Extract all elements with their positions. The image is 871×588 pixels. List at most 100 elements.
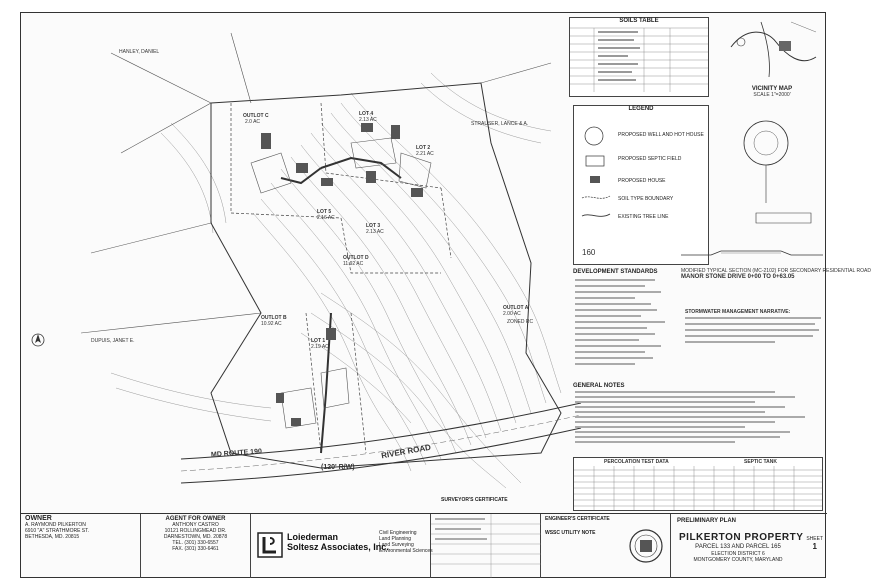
firm-name: Loiederman (287, 532, 339, 542)
adjacent-parcels (80, 32, 552, 334)
stormwater-narrative: STORMWATER MANAGEMENT NARRATIVE: (685, 309, 825, 369)
development-standards-text (575, 279, 665, 365)
driveway (280, 156, 402, 185)
drawing-sheet: OUTLOT C 2.0 AC LOT 4 2.13 AC LOT 2 2.21… (20, 12, 871, 579)
neighbor-label: HANLEY, DANIEL (119, 49, 160, 55)
county-seal-icon (629, 529, 663, 563)
utility-note-title: WSSC UTILITY NOTE (545, 530, 596, 536)
owner-address: BETHESDA, MD. 20815 (25, 534, 80, 540)
general-notes: GENERAL NOTES (573, 383, 823, 455)
lot-5-label: LOT 5 (317, 209, 332, 215)
firm-logo-icon (257, 532, 283, 558)
lot-5-area: 2.16 AC (317, 215, 335, 221)
legend-item: SOIL TYPE BOUNDARY (618, 196, 674, 202)
surveyor-certificate: SURVEYOR'S CERTIFICATE (441, 497, 508, 503)
svg-text:160: 160 (582, 248, 596, 257)
street-section: MODIFIED TYPICAL SECTION (MC-2102) FOR S… (681, 243, 871, 283)
sheet-number: 1 (812, 542, 817, 551)
legend-item: PROPOSED WELL AND HOT HOUSE (618, 132, 704, 138)
stormwater-title: STORMWATER MANAGEMENT NARRATIVE: (685, 309, 791, 315)
outlot-b-label: OUTLOT B (261, 315, 287, 321)
firm-service: Environmental Sciences (379, 548, 433, 554)
agent-heading: AGENT FOR OWNER (165, 516, 226, 522)
legend-title: LEGEND (628, 106, 654, 112)
project-county: MONTGOMERY COUNTY, MARYLAND (693, 557, 783, 563)
legend-item: PROPOSED SEPTIC FIELD (618, 156, 682, 162)
legend-symbols: 160 (581, 126, 611, 257)
percolation-table: PERCOLATION TEST DATA SEPTIC TANK (573, 457, 823, 511)
outlot-b-area: 10.92 AC (261, 321, 282, 327)
owner-heading: OWNER (25, 515, 52, 522)
soils-table-title: SOILS TABLE (619, 18, 659, 24)
river-road (180, 402, 582, 484)
agent-fax: FAX. (301) 330-6461 (172, 546, 219, 552)
outlot-a-area: 2.00 AC (503, 311, 521, 317)
project-block: PRELIMINARY PLAN PILKERTON PROPERTY PARC… (671, 514, 827, 578)
agent-tel: TEL. (301) 330-6557 (172, 540, 219, 546)
neighbor-label: DUPUIS, JANET E. (91, 338, 135, 344)
proposed-houses (261, 123, 423, 426)
legend-item: PROPOSED HOUSE (618, 178, 666, 184)
septic-fields (250, 137, 432, 429)
revision-block (431, 514, 541, 578)
lot-1-label: LOT 1 (311, 338, 326, 344)
outlot-c-label: OUTLOT C (243, 113, 269, 119)
lot-3-area: 2.13 AC (366, 229, 384, 235)
owner-address: 6910 "A" STRATHMORE ST. (25, 528, 90, 534)
engineer-certificate-title: ENGINEER'S CERTIFICATE (545, 516, 610, 522)
percolation-table-grid (574, 466, 822, 510)
general-notes-text (575, 391, 805, 443)
development-standards-title: DEVELOPMENT STANDARDS (573, 269, 658, 275)
sheet-label: SHEET (806, 536, 823, 542)
vicinity-map-scale: SCALE 1"=2000' (753, 92, 791, 98)
revision-table (431, 514, 541, 578)
firm-service: Land Planning (379, 536, 411, 542)
lot-2-label: LOT 2 (416, 145, 431, 151)
legend: LEGEND PROPOSED WELL AND HOT HOUSE PROPO… (573, 105, 709, 265)
firm-service: Land Surveying (379, 542, 414, 548)
legend-item: EXISTING TREE LINE (618, 214, 669, 220)
soils-table-grid (570, 27, 708, 92)
surveyor-certificate-title: SURVEYOR'S CERTIFICATE (441, 497, 508, 503)
project-district: ELECTION DISTRICT 6 (711, 551, 765, 557)
neighbor-label: STRAUSER, LANCE & A. (471, 121, 529, 127)
lot-2-area: 2.21 AC (416, 151, 434, 157)
owner-name: A. RAYMOND PILKERTON (25, 522, 86, 528)
lot-4-area: 2.13 AC (359, 117, 377, 123)
agent-address: DARNESTOWN, MD. 20878 (163, 534, 228, 540)
lot-1-area: 2.19 AC (311, 344, 329, 350)
project-parcels: PARCEL 133 AND PARCEL 165 (695, 544, 781, 550)
firm-block: Loiederman Soltesz Associates, Inc. Civi… (251, 514, 433, 578)
site-plan-drawing (80, 32, 582, 489)
vicinity-map-title: VICINITY MAP (751, 86, 793, 92)
plan-stage: PRELIMINARY PLAN (677, 518, 737, 524)
lot-3-label: LOT 3 (366, 223, 381, 229)
soils-table: SOILS TABLE (569, 17, 709, 97)
north-arrow-icon (31, 333, 45, 347)
row-label: (120' R/W) (321, 464, 355, 471)
street-section-drive: MANOR STONE DRIVE 0+00 TO 0+63.05 (681, 274, 795, 280)
agent-address: 10121 ROLLINGMEAD DR. (164, 528, 227, 534)
street-section-drawing (681, 250, 823, 256)
outlot-c-area: 2.0 AC (245, 119, 261, 125)
certificate-block: ENGINEER'S CERTIFICATE WSSC UTILITY NOTE (541, 514, 671, 578)
outlot-d-area: 11.92 AC (343, 261, 364, 267)
agent-name: ANTHONY CASTRO (172, 522, 219, 528)
property-boundary (210, 82, 562, 469)
lot-lines (230, 102, 452, 454)
vicinity-map: VICINITY MAP SCALE 1"=2000' (721, 17, 823, 98)
site-plan: OUTLOT C 2.0 AC LOT 4 2.13 AC LOT 2 2.21… (21, 13, 582, 513)
cul-de-sac-detail (743, 120, 812, 224)
perc-table-title: PERCOLATION TEST DATA (604, 459, 669, 465)
lot-4-label: LOT 4 (359, 111, 374, 117)
firm-service: Civil Engineering (379, 530, 417, 536)
zoned-label: ZONED RC (507, 319, 534, 325)
firm-name: Soltesz Associates, Inc. (287, 542, 389, 552)
street-section-caption: MODIFIED TYPICAL SECTION (MC-2102) FOR S… (681, 268, 871, 274)
contour-lines (110, 72, 562, 489)
outlot-a-label: OUTLOT A (503, 305, 529, 311)
owner-block: OWNER A. RAYMOND PILKERTON 6910 "A" STRA… (21, 514, 141, 578)
title-block: OWNER A. RAYMOND PILKERTON 6910 "A" STRA… (21, 513, 827, 579)
stormwater-text (685, 317, 821, 343)
development-standards: DEVELOPMENT STANDARDS (573, 269, 683, 381)
